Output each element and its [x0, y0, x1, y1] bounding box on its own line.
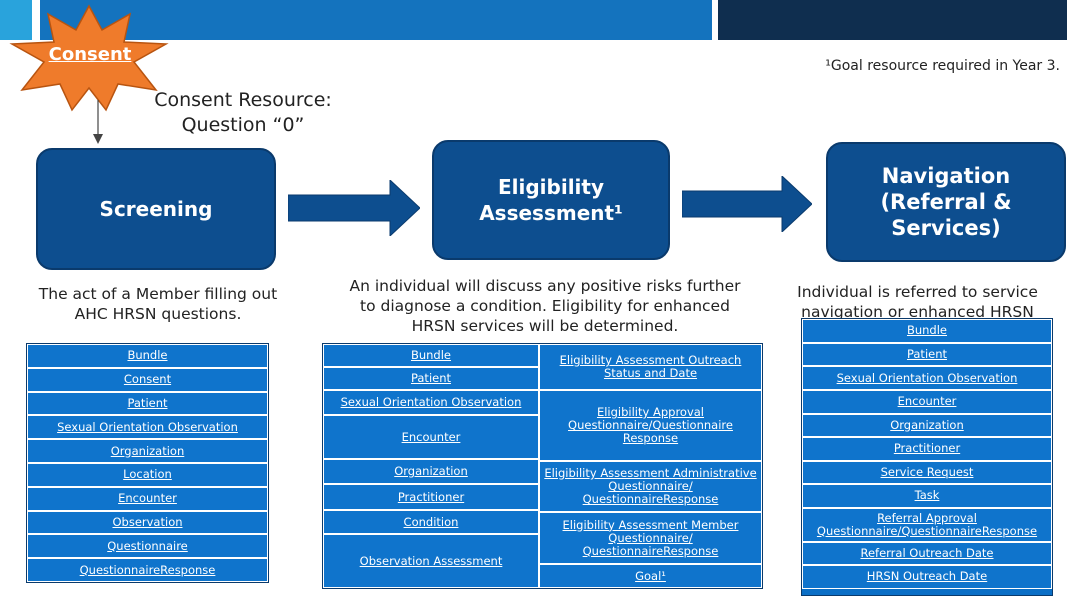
- eligibility-left-resource-link[interactable]: Practitioner: [323, 484, 539, 510]
- top-banner-navy: [718, 0, 1067, 40]
- screening-resource-link[interactable]: Organization: [27, 439, 268, 463]
- consent-starburst-shape: [9, 4, 169, 112]
- flow-arrow-eligibility-to-navigation: [682, 176, 812, 232]
- stage-navigation-title-line3: Services): [891, 216, 1001, 240]
- screening-description: The act of a Member filling out AHC HRSN…: [38, 285, 278, 323]
- eligibility-left-resource-link[interactable]: Observation Assessment: [323, 534, 539, 588]
- flow-arrow-screening-to-eligibility: [288, 180, 420, 236]
- screening-resource-link[interactable]: QuestionnaireResponse: [27, 558, 268, 582]
- navigation-resource-link[interactable]: Bundle: [802, 319, 1052, 343]
- navigation-resource-link[interactable]: Organization: [802, 413, 1052, 437]
- stage-navigation-title-line1: Navigation: [881, 164, 1011, 188]
- eligibility-left-resource-link[interactable]: Condition: [323, 510, 539, 534]
- navigation-resource-link[interactable]: Practitioner: [802, 437, 1052, 461]
- stage-screening-title: Screening: [99, 197, 213, 221]
- screening-resource-link[interactable]: Patient: [27, 391, 268, 416]
- consent-down-arrow: [93, 100, 103, 144]
- screening-resource-link[interactable]: Consent: [27, 367, 268, 392]
- screening-resource-link[interactable]: Questionnaire: [27, 534, 268, 559]
- screening-resource-link[interactable]: Sexual Orientation Observation: [27, 415, 268, 440]
- navigation-resource-link[interactable]: Referral Outreach Date: [802, 541, 1052, 565]
- stage-screening: Screening: [36, 148, 276, 270]
- consent-resource-line2: Question “0”: [181, 114, 305, 136]
- eligibility-left-resource-link[interactable]: Patient: [323, 367, 539, 390]
- eligibility-right-resource-link[interactable]: Goal¹: [539, 564, 762, 588]
- top-banner-gap: [32, 0, 40, 40]
- eligibility-description: An individual will discuss any positive …: [349, 277, 741, 335]
- eligibility-left-resource-link[interactable]: Encounter: [323, 415, 539, 459]
- stage-eligibility: Eligibility Assessment¹: [432, 140, 670, 260]
- eligibility-right-resource-link[interactable]: Eligibility Assessment Outreach Status a…: [539, 344, 762, 390]
- navigation-resource-link[interactable]: Service Request: [802, 460, 1052, 484]
- consent-resource-text: Consent Resource: Question “0”: [148, 88, 338, 138]
- navigation-resource-link[interactable]: Encounter: [802, 390, 1052, 414]
- navigation-resource-link[interactable]: Patient: [802, 342, 1052, 366]
- screening-resource-link[interactable]: Location: [27, 463, 268, 487]
- top-banner-accent: [0, 0, 32, 40]
- consent-label[interactable]: Consent: [48, 44, 132, 65]
- eligibility-left-resource-link[interactable]: Bundle: [323, 344, 539, 367]
- eligibility-left-resource-link[interactable]: Organization: [323, 459, 539, 484]
- screening-resource-link[interactable]: Observation: [27, 510, 268, 535]
- eligibility-left-resource-link[interactable]: Sexual Orientation Observation: [323, 390, 539, 415]
- eligibility-right-resource-link[interactable]: Eligibility Assessment Member Questionna…: [539, 512, 762, 564]
- navigation-resource-link[interactable]: Task: [802, 484, 1052, 508]
- screening-resource-link[interactable]: Encounter: [27, 486, 268, 511]
- navigation-resource-link[interactable]: HRSN Outreach Date: [802, 565, 1052, 589]
- stage-eligibility-title-line2: Assessment¹: [479, 201, 623, 225]
- stage-eligibility-title-line1: Eligibility: [497, 175, 605, 199]
- screening-resource-link[interactable]: Bundle: [27, 344, 268, 368]
- eligibility-right-resource-link[interactable]: Eligibility Assessment Administrative Qu…: [539, 461, 762, 512]
- navigation-resource-link[interactable]: Sexual Orientation Observation: [802, 366, 1052, 390]
- navigation-resource-link[interactable]: Referral Approval Questionnaire/Question…: [802, 507, 1052, 542]
- goal-footnote: ¹Goal resource required in Year 3.: [825, 58, 1060, 74]
- eligibility-right-resource-link[interactable]: Eligibility Approval Questionnaire/Quest…: [539, 390, 762, 461]
- stage-navigation-title-line2: (Referral &: [880, 190, 1012, 214]
- stage-navigation: Navigation (Referral & Services): [826, 142, 1066, 262]
- consent-resource-line1: Consent Resource:: [154, 89, 332, 111]
